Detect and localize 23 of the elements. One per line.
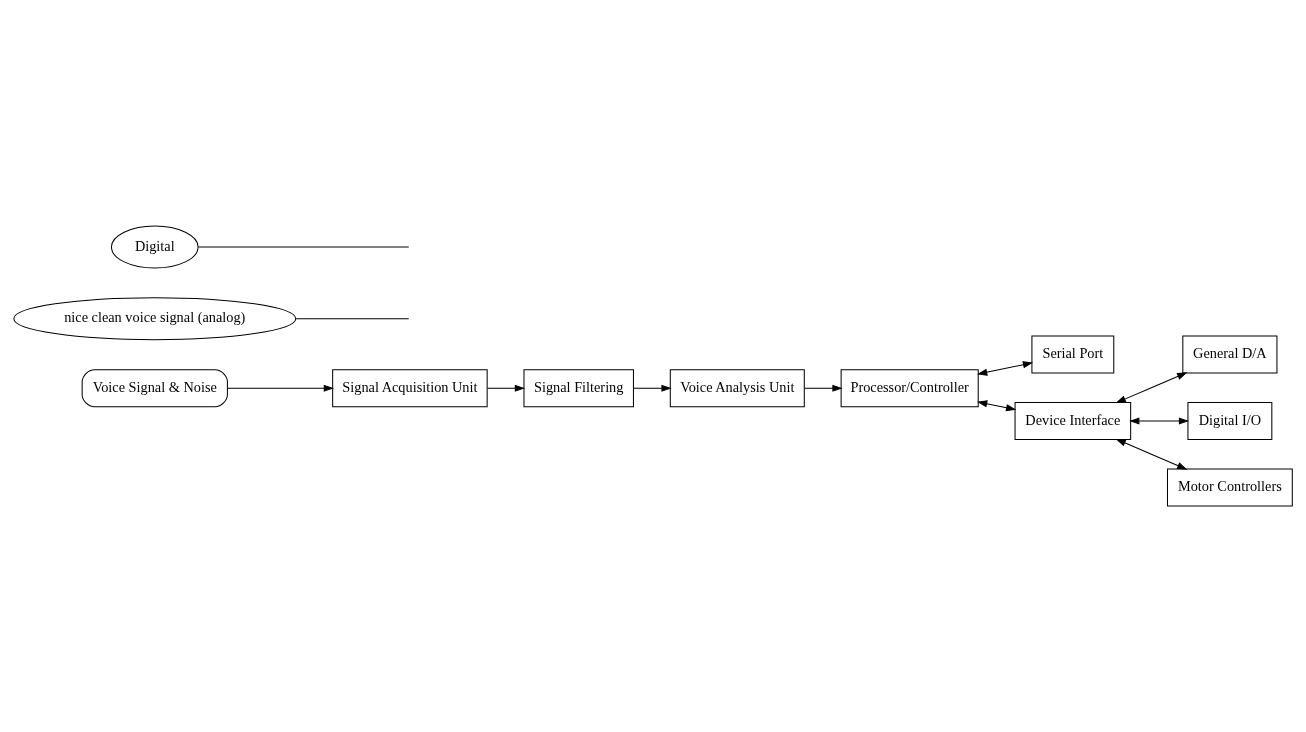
- node-box: Motor Controllers: [1166, 468, 1293, 507]
- arrow: [227, 384, 334, 392]
- arrow: [804, 384, 843, 392]
- node-box: Signal Filtering: [523, 369, 634, 408]
- connector: [197, 246, 410, 248]
- node-ellipse: Digital: [110, 225, 199, 269]
- arrow: [486, 384, 526, 392]
- node-ellipse: nice clean voice signal (analog): [13, 297, 297, 341]
- arrow: [1129, 417, 1190, 425]
- node-box: Device Interface: [1014, 402, 1132, 440]
- node-box: Signal Acquisition Unit: [332, 369, 488, 408]
- node-box: Digital I/O: [1187, 402, 1273, 440]
- arrow: [1115, 438, 1188, 470]
- node-box: Voice Analysis Unit: [669, 369, 805, 408]
- arrow: [977, 361, 1034, 376]
- connector: [295, 318, 410, 320]
- arrow: [1115, 372, 1188, 404]
- arrow: [633, 384, 672, 392]
- node-box: General D/A: [1182, 335, 1278, 374]
- arrow: [977, 400, 1017, 412]
- node-box: Voice Signal & Noise: [81, 369, 228, 408]
- node-box: Processor/Controller: [840, 369, 979, 408]
- node-box: Serial Port: [1031, 335, 1115, 374]
